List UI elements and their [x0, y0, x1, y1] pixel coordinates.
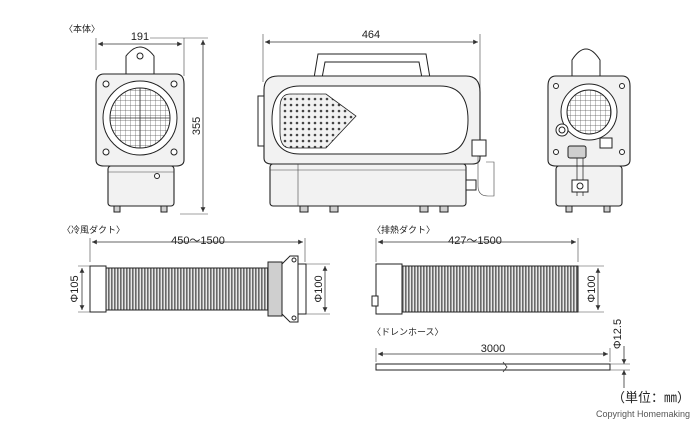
dim-exhaust-duct-length: 427～1500	[448, 235, 502, 247]
label-cool-duct: 〈冷風ダクト〉	[62, 224, 125, 236]
dim-drain-hose-length: 3000	[481, 343, 505, 355]
dim-side-width: 464	[362, 29, 380, 41]
dim-exhaust-duct-dia: Φ100	[586, 275, 598, 302]
label-exhaust-duct: 〈排熱ダクト〉	[372, 224, 435, 236]
dim-height: 355	[191, 117, 203, 135]
unit-note: （単位：㎜）	[612, 390, 690, 406]
copyright-text: Copyright Homemaking	[596, 409, 690, 419]
dim-cool-duct-dia-right: Φ100	[313, 275, 325, 302]
dim-cool-duct-length: 450～1500	[171, 235, 225, 247]
side-view: 464	[257, 29, 495, 213]
cool-duct-drawing: 450～1500 Φ105 Φ100	[69, 235, 330, 323]
drain-hose-drawing: 3000 Φ12.5	[375, 319, 630, 388]
dim-front-width: 191	[131, 31, 149, 43]
dim-cool-duct-dia-left: Φ105	[69, 275, 81, 302]
front-view: 191 355	[95, 31, 208, 215]
dim-drain-hose-dia: Φ12.5	[612, 319, 624, 349]
back-view	[547, 48, 631, 213]
label-main-unit: 〈本体〉	[64, 23, 100, 35]
exhaust-duct-drawing: 427～1500 Φ100	[371, 235, 604, 315]
label-drain-hose: 〈ドレンホース〉	[372, 327, 444, 338]
